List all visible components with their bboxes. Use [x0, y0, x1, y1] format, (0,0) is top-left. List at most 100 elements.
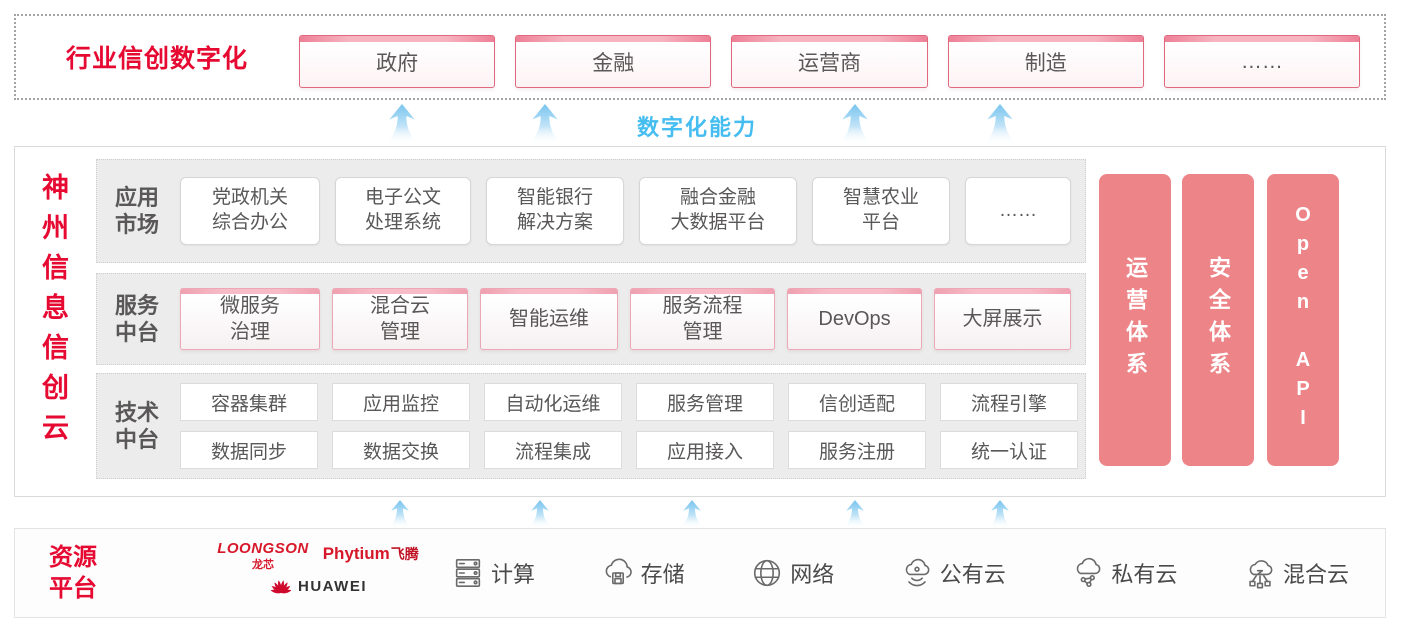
service-middle-platform-row: 服务 中台 微服务 治理 混合云 管理 智能运维 服务流程 管理 DevOps … — [96, 273, 1086, 365]
app-box-label: 电子公文 处理系统 — [364, 187, 441, 233]
phytium-chinese-label: 飞腾 — [390, 546, 419, 562]
huawei-flower-icon — [270, 580, 292, 594]
app-box-label: 融合金融 大数据平台 — [670, 187, 766, 233]
resource-item-storage: 存储 — [601, 556, 685, 590]
app-box: 党政机关 综合办公 — [180, 177, 320, 245]
industry-label: 制造 — [1024, 51, 1067, 75]
service-box-label: 大屏展示 — [962, 308, 1043, 330]
industry-label: 金融 — [592, 51, 635, 75]
tech-box: 应用接入 — [636, 431, 774, 469]
tech-box-label: 数据同步 — [210, 441, 287, 463]
service-box: 混合云 管理 — [332, 288, 468, 350]
pillar-label: 运营体系 — [1123, 256, 1148, 384]
loongson-logo: LOONGSON 龙芯 — [217, 540, 309, 572]
resource-platform-title: 资源 平台 — [49, 543, 97, 602]
public-cloud-icon — [905, 558, 930, 587]
huawei-wordmark: HUAWEI — [298, 578, 367, 595]
loongson-wordmark: LOONGSON — [217, 540, 309, 557]
pillar-label: Open API — [1292, 204, 1314, 436]
industry-banner: 行业信创数字化 政府 金融 运营商 制造 …… — [14, 14, 1386, 100]
service-box: 微服务 治理 — [180, 288, 320, 350]
pillar-security-system: 安全体系 — [1182, 174, 1254, 466]
tech-box-label: 应用监控 — [362, 393, 439, 415]
service-box: 智能运维 — [480, 288, 618, 350]
resource-item-label: 私有云 — [1111, 562, 1178, 587]
loongson-chinese-label: 龙芯 — [251, 559, 274, 571]
resource-item-public-cloud: 公有云 — [900, 556, 1006, 590]
tech-box: 应用监控 — [332, 383, 470, 421]
tech-platform-items: 容器集群 应用监控 自动化运维 服务管理 信创适配 流程引擎 数据同步 数据交换… — [180, 383, 1078, 469]
tech-box-label: 统一认证 — [970, 441, 1047, 463]
industry-label: 政府 — [376, 51, 419, 75]
tech-box: 服务注册 — [788, 431, 926, 469]
vendor-row: LOONGSON 龙芯 Phytium 飞腾 — [217, 540, 419, 572]
resource-item-label: 公有云 — [939, 562, 1006, 587]
resource-item-label: 计算 — [491, 562, 536, 587]
industry-box-telecom-operator: 运营商 — [731, 35, 928, 88]
app-box-more: …… — [965, 177, 1071, 245]
tech-box: 服务管理 — [636, 383, 774, 421]
resource-item-hybrid-cloud: 混合云 — [1243, 556, 1349, 590]
tech-middle-platform-row: 技术 中台 容器集群 应用监控 自动化运维 服务管理 信创适配 流程引擎 数据同… — [96, 373, 1086, 479]
tech-box: 容器集群 — [180, 383, 318, 421]
platform-title: 神州信息信创云 — [38, 173, 68, 453]
industry-list: 政府 金融 运营商 制造 …… — [299, 35, 1361, 88]
service-box: 大屏展示 — [934, 288, 1071, 350]
industry-label: 运营商 — [798, 51, 861, 75]
tech-box-label: 服务管理 — [666, 393, 743, 415]
app-box-label: 智慧农业 平台 — [842, 187, 919, 233]
tech-box: 流程引擎 — [940, 383, 1078, 421]
tech-box-label: 容器集群 — [210, 393, 287, 415]
up-arrow-icon — [983, 104, 1017, 144]
service-box-label: 微服务 治理 — [220, 295, 280, 343]
industry-box-more: …… — [1163, 35, 1361, 88]
app-box-label: 党政机关 综合办公 — [211, 187, 288, 233]
tech-box-label: 服务注册 — [818, 441, 895, 463]
app-box: 智能银行 解决方案 — [486, 177, 624, 245]
phytium-wordmark: Phytium — [322, 544, 390, 563]
tech-box: 数据同步 — [180, 431, 318, 469]
resource-item-label: 存储 — [640, 562, 685, 587]
resource-item-label: 混合云 — [1282, 562, 1349, 587]
app-market-items: 党政机关 综合办公 电子公文 处理系统 智能银行 解决方案 融合金融 大数据平台… — [180, 177, 1075, 245]
tech-box: 流程集成 — [484, 431, 622, 469]
up-arrow-icon — [528, 104, 562, 144]
service-box-label: 智能运维 — [509, 308, 589, 330]
resource-platform-panel: 资源 平台 LOONGSON 龙芯 Phytium 飞腾 — [14, 528, 1386, 618]
resource-item-label: 网络 — [790, 562, 835, 587]
service-box: DevOps — [787, 288, 922, 350]
app-box-label: 智能银行 解决方案 — [516, 187, 593, 233]
pillar-operation-system: 运营体系 — [1099, 174, 1171, 466]
tech-box: 自动化运维 — [484, 383, 622, 421]
hybrid-cloud-icon — [1249, 560, 1273, 589]
up-arrow-icon — [680, 500, 704, 528]
up-arrow-icon — [843, 500, 867, 528]
tech-box: 信创适配 — [788, 383, 926, 421]
service-box-label: 服务流程 管理 — [662, 295, 743, 343]
tech-box-label: 流程集成 — [514, 441, 591, 463]
vendor-logos: LOONGSON 龙芯 Phytium 飞腾 — [213, 540, 423, 595]
industry-box-finance: 金融 — [515, 35, 712, 88]
service-box-label: DevOps — [818, 308, 891, 330]
pillar-label: 安全体系 — [1206, 256, 1231, 384]
industry-box-manufacturing: 制造 — [947, 35, 1144, 88]
capability-label: 数字化能力 — [637, 115, 758, 140]
cloud-storage-icon — [605, 558, 632, 585]
service-box-label: 混合云 管理 — [370, 295, 430, 343]
industry-label: …… — [1240, 49, 1283, 73]
tech-box: 数据交换 — [332, 431, 470, 469]
platform-panel: 神州信息信创云 应用 市场 党政机关 综合办公 电子公文 处理系统 智能银行 解… — [14, 146, 1386, 497]
app-market-row: 应用 市场 党政机关 综合办公 电子公文 处理系统 智能银行 解决方案 融合金融… — [96, 159, 1086, 263]
tech-box-label: 应用接入 — [666, 441, 743, 463]
up-arrow-icon — [528, 500, 552, 528]
huawei-logo: HUAWEI — [269, 578, 367, 595]
row-label-tech-platform: 技术 中台 — [115, 399, 160, 453]
up-arrow-icon — [838, 104, 872, 144]
tech-box-label: 自动化运维 — [505, 393, 601, 415]
row-label-app-market: 应用 市场 — [115, 184, 160, 238]
private-cloud-icon — [1077, 557, 1101, 588]
up-arrow-icon — [385, 104, 419, 144]
pillar-open-api: Open API — [1267, 174, 1339, 466]
app-box: 智慧农业 平台 — [812, 177, 950, 245]
